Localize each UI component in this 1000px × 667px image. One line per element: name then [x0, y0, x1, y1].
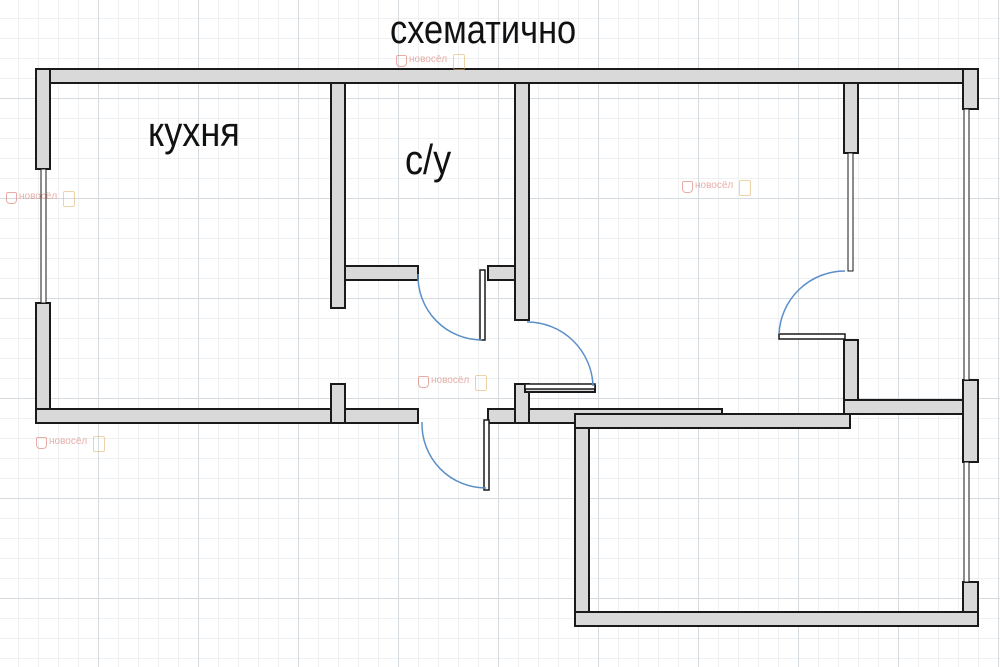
doors [417, 269, 846, 491]
watermark-logo: новосёл [6, 191, 76, 207]
house-icon [682, 181, 693, 193]
lower-room-window [963, 461, 970, 583]
balcony-door-jamb [847, 152, 854, 272]
badge-icon [475, 375, 488, 391]
balcony-door-leaf [778, 333, 846, 340]
left-wall-lower [35, 302, 51, 424]
badge-icon [93, 436, 106, 452]
kitchen-partition-lower [330, 383, 346, 424]
watermark-logo: новосёл [396, 54, 466, 70]
house-icon [396, 55, 407, 67]
badge-icon [739, 180, 752, 196]
bathroom-bottom-wall-left [344, 265, 419, 281]
corridor-wall-upper [514, 82, 530, 321]
badge-icon [63, 191, 76, 207]
left-wall-upper [35, 68, 51, 170]
right-wall-mid [962, 379, 979, 463]
lower-room-top-wall [574, 413, 851, 429]
house-icon [418, 376, 429, 388]
watermark-logo: новосёл [418, 375, 488, 391]
room-label-kitchen: кухня [148, 108, 240, 155]
kitchen-window [40, 168, 47, 304]
entrance-door-swing [421, 421, 487, 489]
bathroom-bottom-wall-right [487, 265, 516, 281]
outer-top-wall [35, 68, 979, 84]
room-label-bathroom: с/у [405, 136, 452, 183]
balcony-partition-upper [843, 82, 859, 154]
lower-room-left-wall [574, 413, 590, 627]
bathroom-door-leaf [479, 269, 486, 341]
watermark-logo: новосёл [682, 180, 752, 196]
right-wall-upper [962, 68, 979, 110]
bottom-wall-left [35, 408, 333, 424]
badge-icon [453, 54, 466, 70]
balcony-bottom-wall [843, 399, 979, 415]
lower-room-bottom-wall [574, 611, 979, 627]
balcony-window [963, 108, 970, 381]
entrance-door-leaf [483, 419, 490, 491]
walls [35, 68, 979, 627]
corridor-wall-lower [514, 383, 530, 424]
room-door-leaf [524, 383, 596, 390]
house-icon [6, 192, 17, 204]
watermark-logo: новосёл [36, 436, 106, 452]
kitchen-partition-upper [330, 82, 346, 309]
room-door-swing [526, 321, 594, 387]
windows [40, 108, 970, 583]
bathroom-door-swing [417, 273, 483, 341]
balcony-door-swing [778, 270, 846, 335]
house-icon [36, 437, 47, 449]
plan-title: схематично [390, 8, 577, 52]
